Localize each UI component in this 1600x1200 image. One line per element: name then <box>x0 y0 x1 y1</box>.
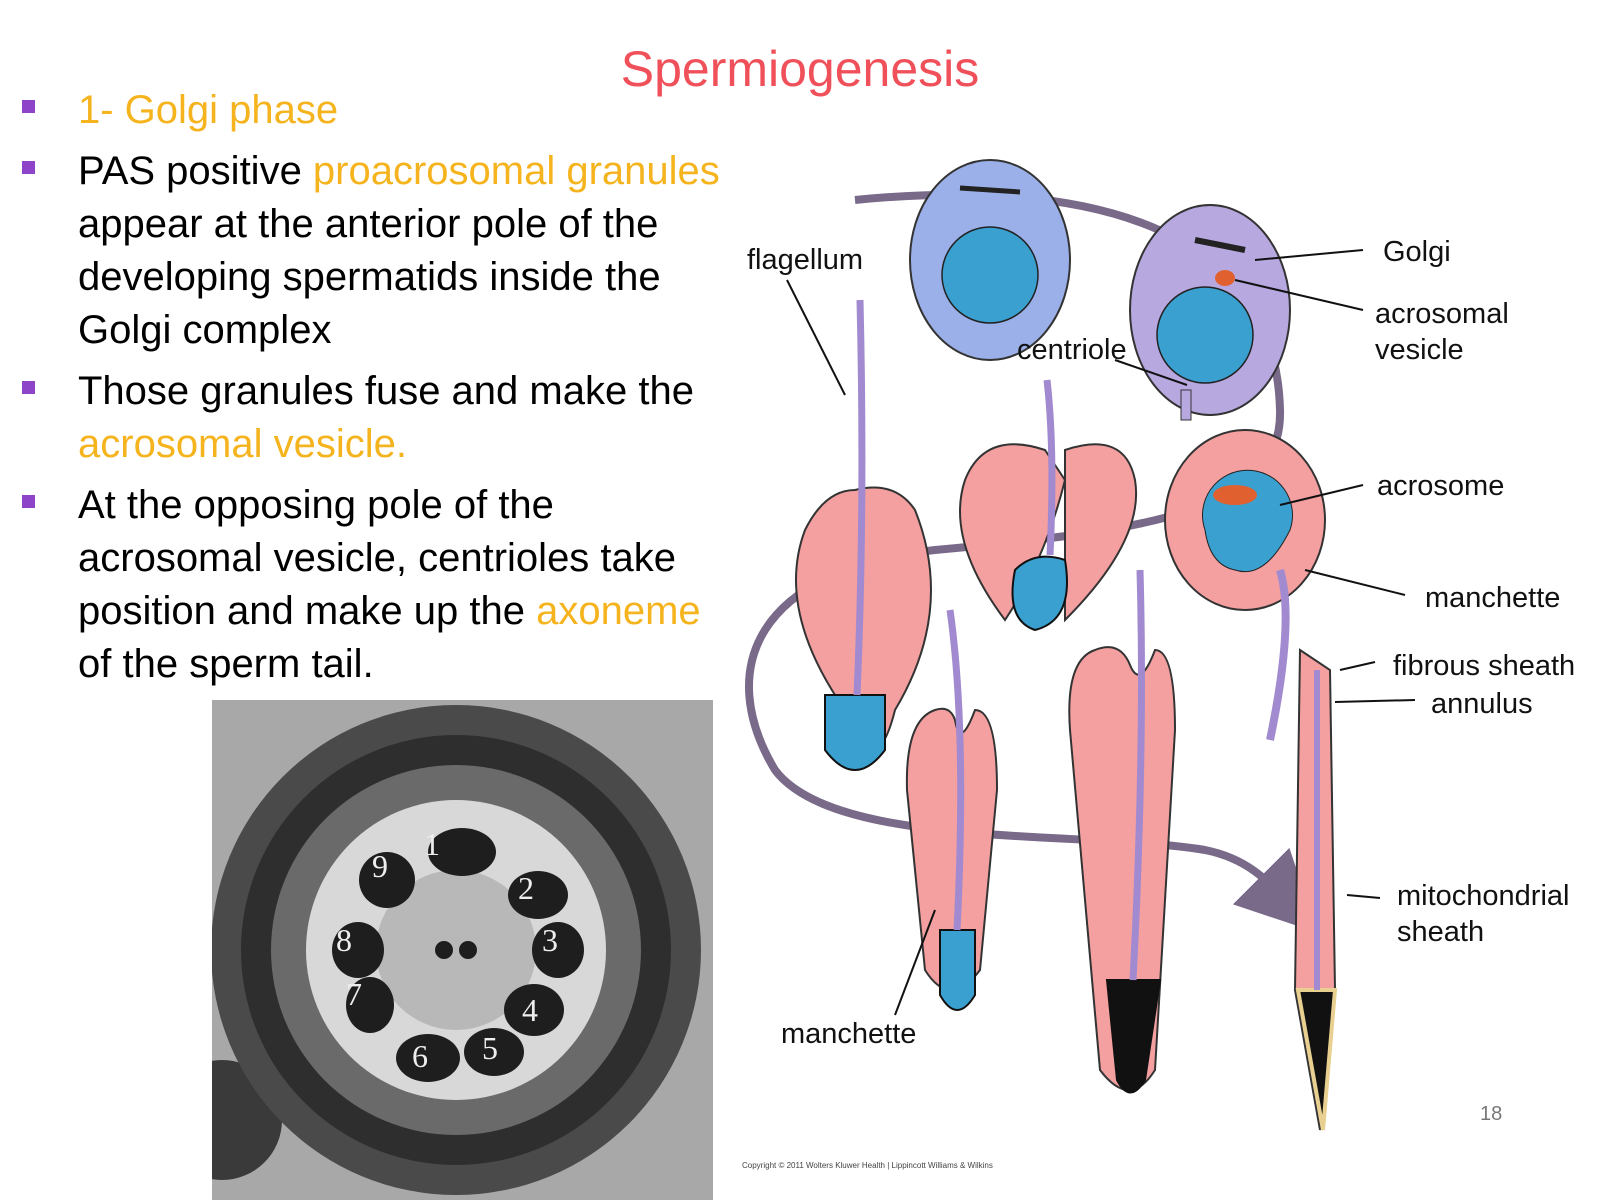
label-golgi: Golgi <box>1383 236 1451 268</box>
bullet-square-icon <box>22 495 35 508</box>
label-flagellum: flagellum <box>747 244 864 276</box>
bullet-text: At the opposing pole of the acrosomal ve… <box>78 483 677 633</box>
label-mitochondrial-sheath: mitochondrial <box>1397 880 1570 912</box>
bullet-text-highlight: acrosomal vesicle. <box>78 422 408 466</box>
spermatid-acrosome-phase-b <box>959 379 1138 632</box>
bullet-text: PAS positive <box>78 149 313 193</box>
label-manchette-bottom: manchette <box>781 1018 917 1050</box>
spermatozoon <box>1293 648 1338 1131</box>
spermatid-golgi-phase <box>1129 204 1291 421</box>
spermatid-acrosome-phase-a <box>795 299 932 771</box>
spermatid-maturation-a <box>905 609 999 1011</box>
spermiogenesis-diagram: flagellum centriole Golgi acrosomal vesi… <box>735 150 1600 1140</box>
slide-title: Spermiogenesis <box>620 41 980 97</box>
bullet-item: 1- Golgi phase <box>22 84 742 137</box>
bullet-square-icon <box>22 161 35 174</box>
bullet-square-icon <box>22 381 35 394</box>
copyright-notice: Copyright © 2011 Wolters Kluwer Health |… <box>742 1161 993 1170</box>
bullet-text-highlight: proacrosomal granules <box>312 149 720 193</box>
bullet-square-icon <box>22 100 35 113</box>
label-acrosomal-vesicle: acrosomal <box>1375 298 1509 330</box>
doublet-number: 4 <box>522 992 538 1028</box>
page-number: 18 <box>1480 1103 1503 1125</box>
bullet-text-highlight: 1- Golgi phase <box>78 88 339 132</box>
doublet-number: 7 <box>346 976 362 1012</box>
label-acrosomal-vesicle: vesicle <box>1375 334 1464 366</box>
doublet-number: 3 <box>542 922 558 958</box>
doublet-number: 1 <box>424 826 440 862</box>
label-annulus: annulus <box>1431 688 1533 720</box>
bullet-list: 1- Golgi phase PAS positive proacrosomal… <box>22 84 742 699</box>
label-acrosome: acrosome <box>1377 470 1505 502</box>
bullet-text: Those granules fuse and make the <box>78 369 694 413</box>
spermatid-cap-phase <box>1164 429 1326 741</box>
bullet-item: Those granules fuse and make the acrosom… <box>22 365 742 471</box>
bullet-item: PAS positive proacrosomal granules appea… <box>22 145 742 357</box>
label-mitochondrial-sheath: sheath <box>1397 916 1485 948</box>
bullet-text: appear at the anterior pole of the devel… <box>78 202 661 352</box>
spermatid-early <box>909 159 1071 361</box>
doublet-number: 6 <box>412 1038 428 1074</box>
doublet-number: 5 <box>482 1030 498 1066</box>
bullet-text: of the sperm tail. <box>78 642 374 686</box>
spermatid-maturation-b <box>1068 569 1177 1094</box>
bullet-item: At the opposing pole of the acrosomal ve… <box>22 479 742 691</box>
leader-lines <box>786 249 1416 1016</box>
doublet-number: 2 <box>518 870 534 906</box>
doublet-number: 9 <box>372 848 388 884</box>
doublet-number: 8 <box>336 922 352 958</box>
bullet-text-highlight: axoneme <box>536 589 701 633</box>
label-centriole: centriole <box>1017 334 1127 366</box>
label-fibrous-sheath: fibrous sheath <box>1393 650 1576 682</box>
label-manchette: manchette <box>1425 582 1561 614</box>
axoneme-micrograph: 1 2 3 4 5 6 7 8 9 <box>212 700 713 1200</box>
